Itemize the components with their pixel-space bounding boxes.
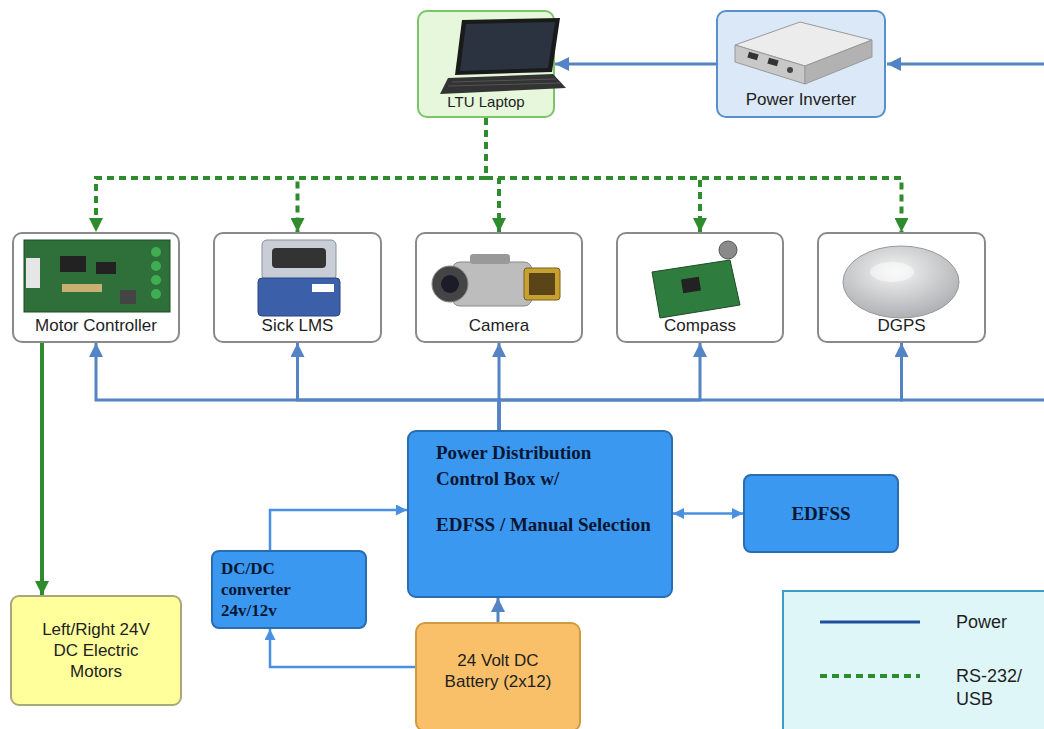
device-box: Sick LMS [213,232,382,343]
power-link [40,343,44,595]
data-link [486,118,700,232]
device-box: Compass [616,232,784,343]
power-link [498,343,501,430]
legend-line [820,621,920,624]
power-link [499,343,901,430]
node-label: Compass [664,315,736,336]
node-label: Camera [469,315,529,336]
node-label: Left/Right 24V DC Electric Motors [31,619,161,682]
data-link [298,118,487,232]
node-sublabel: EDFSS / Manual Selection [436,512,651,538]
control-box: Power Distribution Control Box w/EDFSS /… [407,430,673,598]
power-link [96,343,499,430]
node-label: Motor Controller [35,315,157,336]
node-label: Sick LMS [262,315,334,336]
legend-label: Power [956,611,1007,634]
data-link [486,118,902,232]
legend-line-sample [818,610,922,634]
data-link [96,118,486,232]
device-box: Camera [415,232,583,343]
node-label: DGPS [877,315,925,336]
process-box: EDFSS [743,474,899,553]
legend-line-sample [818,664,922,688]
power-link [555,63,716,66]
power-link [497,598,500,622]
data-link [486,118,499,232]
converter-box: DC/DC converter 24v/12v [211,550,367,629]
node-label: DC/DC converter 24v/12v [221,558,321,621]
power-feed-wire [887,63,1044,66]
node-label: LTU Laptop [447,92,524,111]
power-link [673,512,743,515]
legend-line [820,674,920,678]
node-label: EDFSS [791,501,850,527]
power-link [499,343,700,430]
legend-label: RS-232/ USB [956,665,1031,711]
node-label: 24 Volt DC Battery (2x12) [433,650,563,692]
node-label: Power Distribution Control Box w/ [436,440,651,492]
power-bus-wire [900,399,1044,402]
inverter-box: Power Inverter [716,10,886,118]
legend-box: PowerRS-232/ USB [782,590,1044,729]
device-box: Motor Controller [12,232,180,343]
legend-row: Power [784,610,1044,660]
node-label: Power Inverter [746,89,857,110]
device-box: DGPS [817,232,986,343]
power-link [270,510,407,550]
battery-box: 24 Volt DC Battery (2x12) [415,622,581,729]
power-link [270,629,415,667]
legend-row: RS-232/ USB [784,664,1044,714]
motor-box: Left/Right 24V DC Electric Motors [10,595,182,706]
power-link [298,343,500,430]
computer-box: LTU Laptop [417,10,555,118]
